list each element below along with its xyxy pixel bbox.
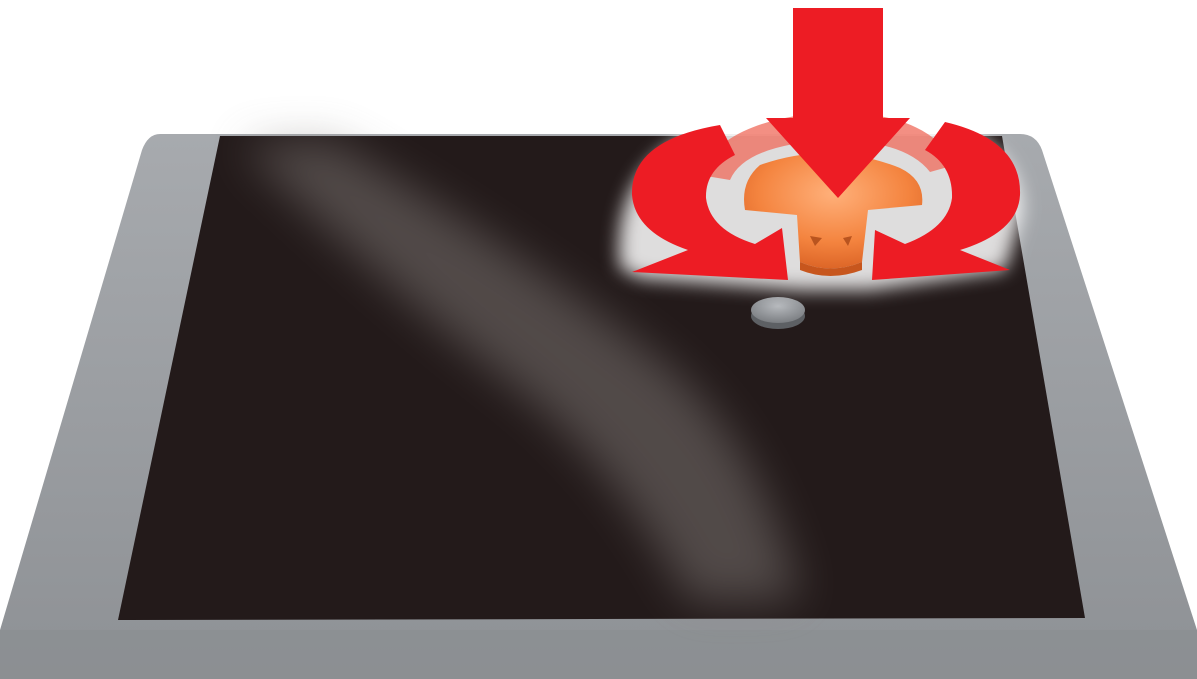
round-button-icon bbox=[751, 297, 805, 329]
